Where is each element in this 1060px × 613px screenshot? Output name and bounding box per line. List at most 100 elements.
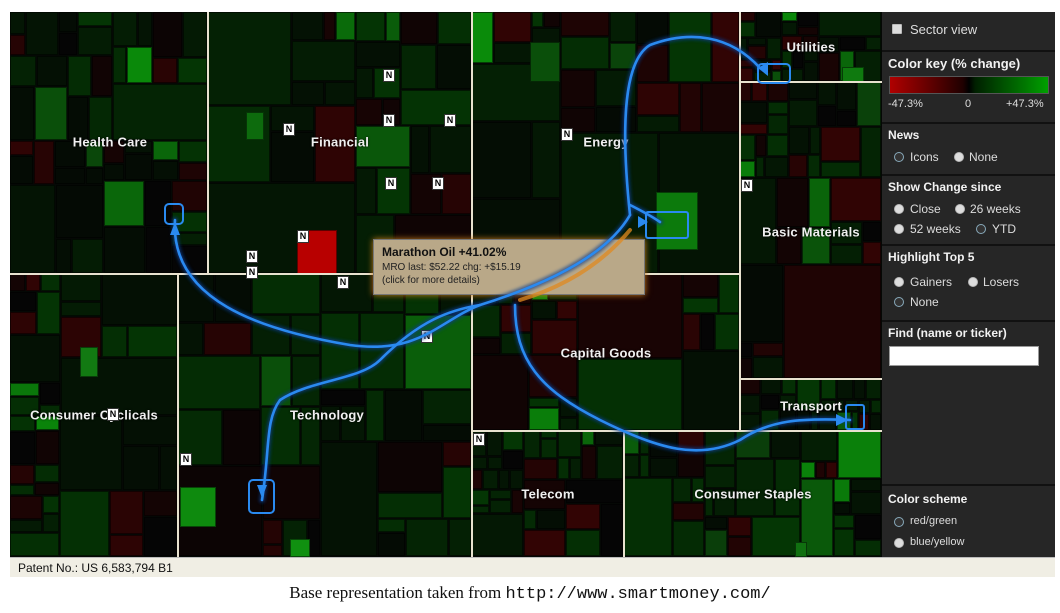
change-ytd-label[interactable]: YTD <box>992 222 1016 236</box>
stock-tile[interactable] <box>532 122 560 198</box>
stock-tile[interactable] <box>356 12 385 41</box>
stock-tile[interactable] <box>561 37 609 69</box>
stock-tile[interactable] <box>125 154 152 180</box>
stock-tile[interactable] <box>406 519 448 556</box>
stock-tile[interactable] <box>524 459 557 479</box>
news-icon[interactable]: N <box>561 128 573 141</box>
stock-tile[interactable] <box>702 83 739 132</box>
stock-tile[interactable] <box>748 38 766 45</box>
change-26w-label[interactable]: 26 weeks <box>970 202 1021 216</box>
stock-tile[interactable] <box>740 161 755 177</box>
stock-tile[interactable] <box>557 301 577 319</box>
market-treemap[interactable]: Health Care Financial Energy Utilities B… <box>10 12 882 557</box>
stock-tile[interactable] <box>246 112 264 140</box>
stock-tile[interactable] <box>172 181 207 211</box>
stock-tile[interactable] <box>524 431 540 458</box>
stock-tile[interactable] <box>761 395 779 409</box>
stock-tile[interactable] <box>798 27 818 35</box>
stock-tile[interactable] <box>789 82 817 99</box>
stock-tile[interactable] <box>673 503 704 520</box>
stock-tile[interactable] <box>683 351 739 430</box>
stock-tile[interactable] <box>10 533 59 556</box>
stock-tile[interactable] <box>336 12 355 40</box>
stock-tile[interactable] <box>68 97 88 140</box>
stock-tile[interactable] <box>736 459 774 516</box>
change-ytd-radio[interactable] <box>976 224 986 234</box>
stock-tile[interactable] <box>798 12 818 26</box>
news-icons-label[interactable]: Icons <box>910 150 939 164</box>
stock-tile[interactable] <box>802 228 830 264</box>
stock-tile[interactable] <box>490 500 511 513</box>
stock-tile[interactable] <box>401 12 437 44</box>
stock-tile[interactable] <box>37 56 67 86</box>
stock-tile[interactable] <box>501 305 531 332</box>
stock-tile[interactable] <box>782 69 803 81</box>
stock-tile[interactable] <box>866 37 881 50</box>
stock-tile[interactable] <box>819 53 839 81</box>
stock-tile[interactable] <box>72 239 103 273</box>
stock-tile[interactable] <box>705 517 727 529</box>
stock-tile[interactable] <box>401 45 436 89</box>
stock-tile[interactable] <box>767 135 788 156</box>
stock-tile[interactable] <box>292 12 323 40</box>
stock-tile[interactable] <box>472 514 523 556</box>
stock-tile[interactable] <box>529 355 577 397</box>
stock-tile[interactable] <box>801 462 815 478</box>
stock-tile[interactable] <box>782 51 792 68</box>
stock-tile[interactable] <box>797 411 810 430</box>
stock-tile[interactable] <box>204 323 251 355</box>
stock-tile[interactable] <box>43 496 59 513</box>
stock-tile[interactable] <box>89 97 112 140</box>
stock-tile[interactable] <box>740 22 755 37</box>
stock-tile[interactable] <box>683 298 718 313</box>
stock-tile[interactable] <box>719 274 739 313</box>
highlight-none-radio[interactable] <box>894 297 904 307</box>
stock-tile[interactable] <box>782 12 797 21</box>
stock-tile[interactable] <box>826 462 837 478</box>
stock-tile[interactable] <box>801 431 837 461</box>
stock-tile[interactable] <box>10 496 42 519</box>
stock-tile[interactable] <box>86 168 103 184</box>
stock-tile[interactable] <box>782 36 802 50</box>
stock-tile[interactable] <box>43 514 59 532</box>
stock-tile[interactable] <box>153 161 178 180</box>
stock-tile[interactable] <box>767 38 781 59</box>
news-icon[interactable]: N <box>741 179 753 192</box>
stock-tile[interactable] <box>438 12 471 44</box>
change-26w-radio[interactable] <box>955 204 965 214</box>
stock-tile[interactable] <box>59 12 77 32</box>
stock-tile[interactable] <box>756 12 781 37</box>
stock-tile[interactable] <box>840 37 865 50</box>
stock-tile[interactable] <box>740 135 755 160</box>
stock-tile[interactable] <box>55 141 85 167</box>
stock-tile[interactable] <box>831 245 862 264</box>
stock-tile[interactable] <box>315 106 355 182</box>
stock-tile[interactable] <box>854 379 865 399</box>
stock-tile[interactable] <box>10 87 34 140</box>
stock-tile[interactable] <box>740 68 753 81</box>
stock-tile[interactable] <box>596 107 636 132</box>
stock-tile[interactable] <box>819 411 836 430</box>
stock-tile[interactable] <box>712 12 739 82</box>
stock-tile[interactable] <box>512 490 523 513</box>
stock-tile[interactable] <box>560 418 577 430</box>
stock-tile[interactable] <box>637 116 679 132</box>
stock-tile[interactable] <box>10 274 25 291</box>
stock-tile[interactable] <box>834 479 850 502</box>
stock-tile[interactable] <box>808 155 820 177</box>
stock-tile[interactable] <box>650 431 677 457</box>
stock-tile[interactable] <box>178 356 260 409</box>
stock-tile[interactable] <box>837 82 856 110</box>
stock-tile[interactable] <box>61 274 101 301</box>
stock-tile[interactable] <box>601 504 623 556</box>
stock-tile[interactable] <box>566 504 600 529</box>
stock-tile[interactable] <box>178 58 207 83</box>
stock-tile[interactable] <box>252 315 290 355</box>
stock-tile[interactable] <box>40 405 60 415</box>
stock-tile[interactable] <box>443 442 471 466</box>
news-none-label[interactable]: None <box>969 150 998 164</box>
stock-tile[interactable] <box>772 71 781 81</box>
stock-tile[interactable] <box>855 540 881 556</box>
stock-tile[interactable] <box>321 390 365 405</box>
stock-tile[interactable] <box>740 395 760 413</box>
